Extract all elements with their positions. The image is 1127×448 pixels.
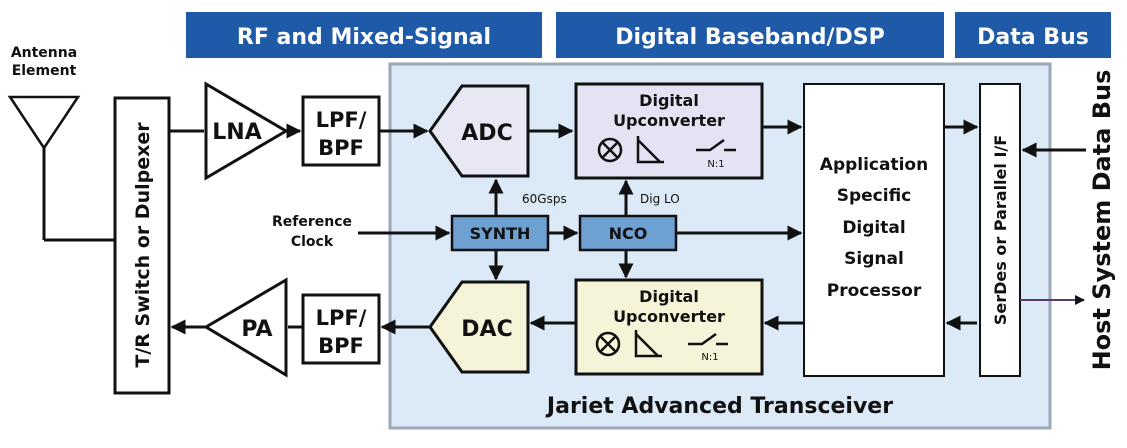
asdsp-line4: Signal (844, 249, 904, 269)
pa-amplifier: PA (203, 277, 288, 378)
adc-block: ADC (428, 84, 530, 178)
reference-clock-line2: Clock (291, 234, 334, 250)
header-rf-label: RF and Mixed-Signal (237, 25, 491, 50)
filter-top-line1: LPF/ (316, 108, 367, 132)
header-data-bus: Data Bus (955, 12, 1111, 58)
antenna-label-line2: Element (12, 63, 77, 79)
filter-response-icon (634, 330, 662, 358)
filter-response-icon (636, 136, 664, 164)
filter-top-block: LPF/ BPF (301, 95, 381, 167)
serdes-label: SerDes or Parallel I/F (991, 135, 1010, 325)
upconverter-bottom-ratio: N:1 (701, 352, 718, 363)
asdsp-line1: Application (820, 155, 928, 175)
filter-top-line2: BPF (318, 136, 364, 160)
transceiver-title: Jariet Advanced Transceiver (545, 394, 893, 419)
host-system-data-bus-label: Host System Data Bus (1088, 70, 1116, 371)
header-dsp-label: Digital Baseband/DSP (615, 25, 885, 50)
upconverter-bottom-line2: Upconverter (613, 307, 725, 326)
header-rf-mixed-signal: RF and Mixed-Signal (186, 12, 542, 58)
tr-switch-label: T/R Switch or Dulpexer (132, 122, 154, 368)
filter-bottom-line2: BPF (318, 334, 364, 358)
nco-block: NCO (578, 214, 678, 252)
antenna-label-line1: Antenna (11, 45, 77, 61)
dac-block: DAC (428, 280, 530, 374)
serdes-block: SerDes or Parallel I/F (979, 83, 1021, 377)
synth-block: SYNTH (450, 214, 550, 252)
dig-lo-label: Dig LO (640, 192, 680, 206)
mixer-icon (595, 331, 621, 357)
asdsp-line5: Processor (827, 281, 922, 301)
upconverter-top-line2: Upconverter (613, 111, 725, 130)
filter-bottom-block: LPF/ BPF (301, 293, 381, 365)
lna-label: LNA (212, 120, 261, 145)
synth-label: SYNTH (470, 224, 531, 243)
asdsp-block: Application Specific Digital Signal Proc… (803, 83, 945, 377)
filter-bottom-line1: LPF/ (316, 306, 367, 330)
adc-label: ADC (461, 121, 512, 146)
upconverter-bottom-block: Digital Upconverter N:1 (574, 278, 764, 376)
dac-label: DAC (461, 317, 512, 342)
upconverter-top-ratio: N:1 (707, 159, 724, 170)
mixer-icon (597, 137, 623, 163)
pa-label: PA (241, 317, 272, 342)
interpolator-switch-icon (688, 332, 728, 346)
signal-connections (169, 119, 1086, 335)
upconverter-bottom-line1: Digital (639, 287, 699, 306)
tr-switch-block: T/R Switch or Dulpexer (113, 96, 171, 395)
decimator-switch-icon (696, 138, 736, 152)
asdsp-line3: Digital (842, 218, 905, 238)
nco-label: NCO (609, 224, 648, 243)
upconverter-top-block: Digital Upconverter N:1 (574, 82, 764, 180)
header-bus-label: Data Bus (977, 25, 1089, 50)
sample-rate-label: 60Gsps (522, 192, 567, 206)
antenna-icon (7, 95, 115, 242)
header-digital-baseband: Digital Baseband/DSP (556, 12, 944, 58)
asdsp-line2: Specific (837, 186, 912, 206)
reference-clock-line1: Reference (272, 214, 352, 230)
lna-amplifier: LNA (204, 81, 289, 181)
upconverter-top-line1: Digital (639, 91, 699, 110)
